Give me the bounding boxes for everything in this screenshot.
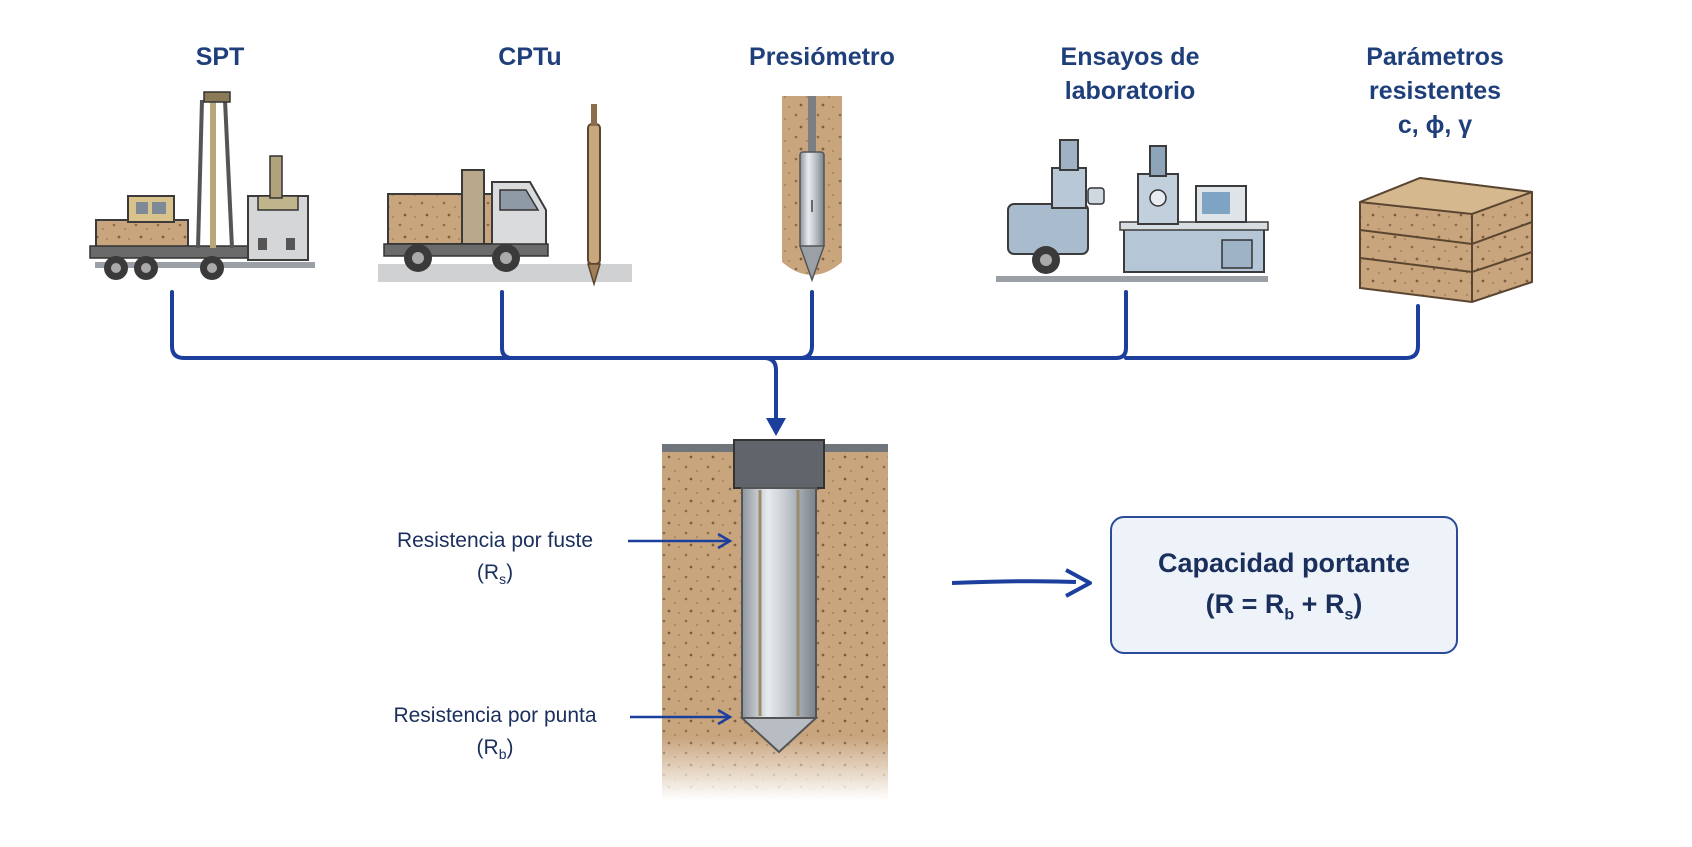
connector-presiometro: [762, 290, 814, 360]
connector-cptu: [500, 290, 514, 360]
connector-parametros: [1124, 304, 1420, 360]
bearing-capacity-formula: (R = Rb + Rs): [1205, 589, 1363, 624]
connector-spt: [170, 290, 766, 360]
arrow-down-icon: [766, 418, 786, 436]
parametros-title: Parámetros resistentes: [1366, 43, 1504, 105]
shaft-resistance-label: Resistencia por fuste (Rs): [350, 525, 640, 595]
label-spt: SPT: [195, 43, 245, 71]
pile-tip: [739, 717, 819, 754]
cptu-truck-icon: [378, 104, 632, 287]
tip-resistance-title: Resistencia por punta: [393, 704, 597, 727]
connector-lines: [170, 290, 1420, 424]
shaft-resistance-title: Resistencia por fuste: [396, 529, 594, 552]
pile-cross-section: [662, 439, 888, 800]
bearing-capacity-box: Capacidad portante (R = Rb + Rs): [1110, 516, 1458, 654]
tip-resistance-symbol: (Rb): [476, 736, 514, 763]
spt-rig-icon: [89, 91, 315, 280]
soil-block-icon: [1359, 176, 1533, 304]
result-arrow-icon: [951, 568, 1092, 598]
tip-resistance-label: Resistencia por punta (Rb): [350, 700, 640, 770]
laboratory-equipment-icon: [996, 139, 1269, 282]
label-presiometro: Presiómetro: [749, 43, 895, 71]
side-arrows: [628, 532, 733, 726]
pile-shaft: [741, 487, 817, 719]
label-parametros-resistentes: Parámetros resistentes c, ϕ, γ: [1355, 40, 1515, 142]
label-cptu: CPTu: [498, 43, 562, 71]
label-ensayos-laboratorio: Ensayos de laboratorio: [1060, 43, 1200, 105]
connector-trunk: [762, 356, 778, 424]
pressuremeter-probe-icon: [782, 96, 842, 283]
connector-laboratorio: [762, 290, 1128, 360]
bearing-capacity-title: Capacidad portante: [1157, 548, 1411, 578]
shaft-resistance-symbol: (Rs): [476, 561, 514, 588]
parametros-symbols: c, ϕ, γ: [1397, 111, 1473, 139]
